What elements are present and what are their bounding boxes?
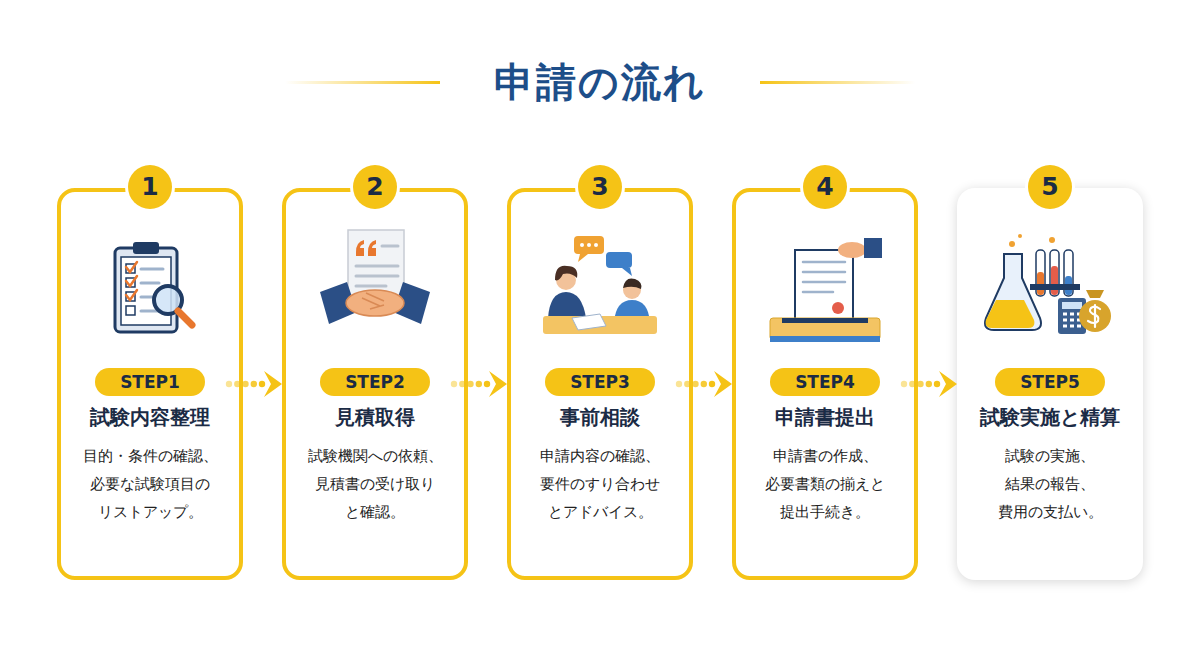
- callout-number: 1: [141, 172, 158, 202]
- step-number: 4: [803, 165, 847, 209]
- step-heading: 事前相談: [511, 404, 689, 430]
- step-heading: 見積取得: [286, 404, 464, 430]
- step-heading: 試験実施と精算: [961, 404, 1139, 430]
- step-description: 目的・条件の確認、 必要な試験項目の リストアップ。: [65, 442, 235, 526]
- step-pill: STEP3: [545, 368, 655, 396]
- connector-dot: [259, 381, 265, 387]
- step-pill: STEP4: [770, 368, 880, 396]
- step-description: 試験の実施、 結果の報告、 費用の支払い。: [965, 442, 1135, 526]
- step-number: 3: [578, 165, 622, 209]
- connector-dot: [917, 381, 923, 387]
- callout-number: 5: [1041, 172, 1058, 202]
- arrow-head: [489, 371, 507, 397]
- step-card: 事前相談申請内容の確認、 要件のすり合わせ とアドバイス。3STEP3: [507, 188, 693, 580]
- step-number: 1: [128, 165, 172, 209]
- arrow-head: [264, 371, 282, 397]
- step-label: STEP1: [120, 371, 180, 393]
- step-label: STEP4: [795, 371, 855, 393]
- connector-dot: [484, 381, 490, 387]
- arrow-head: [939, 371, 957, 397]
- step-card: 見積取得試験機関への依頼、 見積書の受け取り と確認。2STEP2: [282, 188, 468, 580]
- connector-dot: [476, 381, 482, 387]
- callout-number: 3: [591, 172, 608, 202]
- step-card: 申請書提出申請書の作成、 必要書類の揃えと 提出手続き。4STEP4: [732, 188, 918, 580]
- step-pill: STEP1: [95, 368, 205, 396]
- step-pill: STEP2: [320, 368, 430, 396]
- title-rule: [285, 81, 440, 84]
- step-number: 5: [1028, 165, 1072, 209]
- callout-number: 4: [816, 172, 833, 202]
- step-label: STEP5: [1020, 371, 1080, 393]
- arrow-head: [714, 371, 732, 397]
- connector-dot: [251, 381, 257, 387]
- connector-dot: [467, 381, 473, 387]
- step-heading: 申請書提出: [736, 404, 914, 430]
- step-label: STEP3: [570, 371, 630, 393]
- connector-dot: [242, 381, 248, 387]
- diagram-title: 申請の流れ: [0, 54, 1200, 110]
- step-description: 試験機関への依頼、 見積書の受け取り と確認。: [290, 442, 460, 526]
- connector-dot: [709, 381, 715, 387]
- step-heading: 試験内容整理: [61, 404, 239, 430]
- title-rule: [760, 81, 915, 84]
- step-pill: STEP5: [995, 368, 1105, 396]
- connector-dot: [934, 381, 940, 387]
- connector-dot: [926, 381, 932, 387]
- callout-number: 2: [366, 172, 383, 202]
- step-card: 試験実施と精算試験の実施、 結果の報告、 費用の支払い。5STEP5: [957, 188, 1143, 580]
- connector-dot: [701, 381, 707, 387]
- step-number: 2: [353, 165, 397, 209]
- step-description: 申請内容の確認、 要件のすり合わせ とアドバイス。: [515, 442, 685, 526]
- step-description: 申請書の作成、 必要書類の揃えと 提出手続き。: [740, 442, 910, 526]
- connector-dot: [692, 381, 698, 387]
- step-label: STEP2: [345, 371, 405, 393]
- step-card: 試験内容整理目的・条件の確認、 必要な試験項目の リストアップ。1STEP1: [57, 188, 243, 580]
